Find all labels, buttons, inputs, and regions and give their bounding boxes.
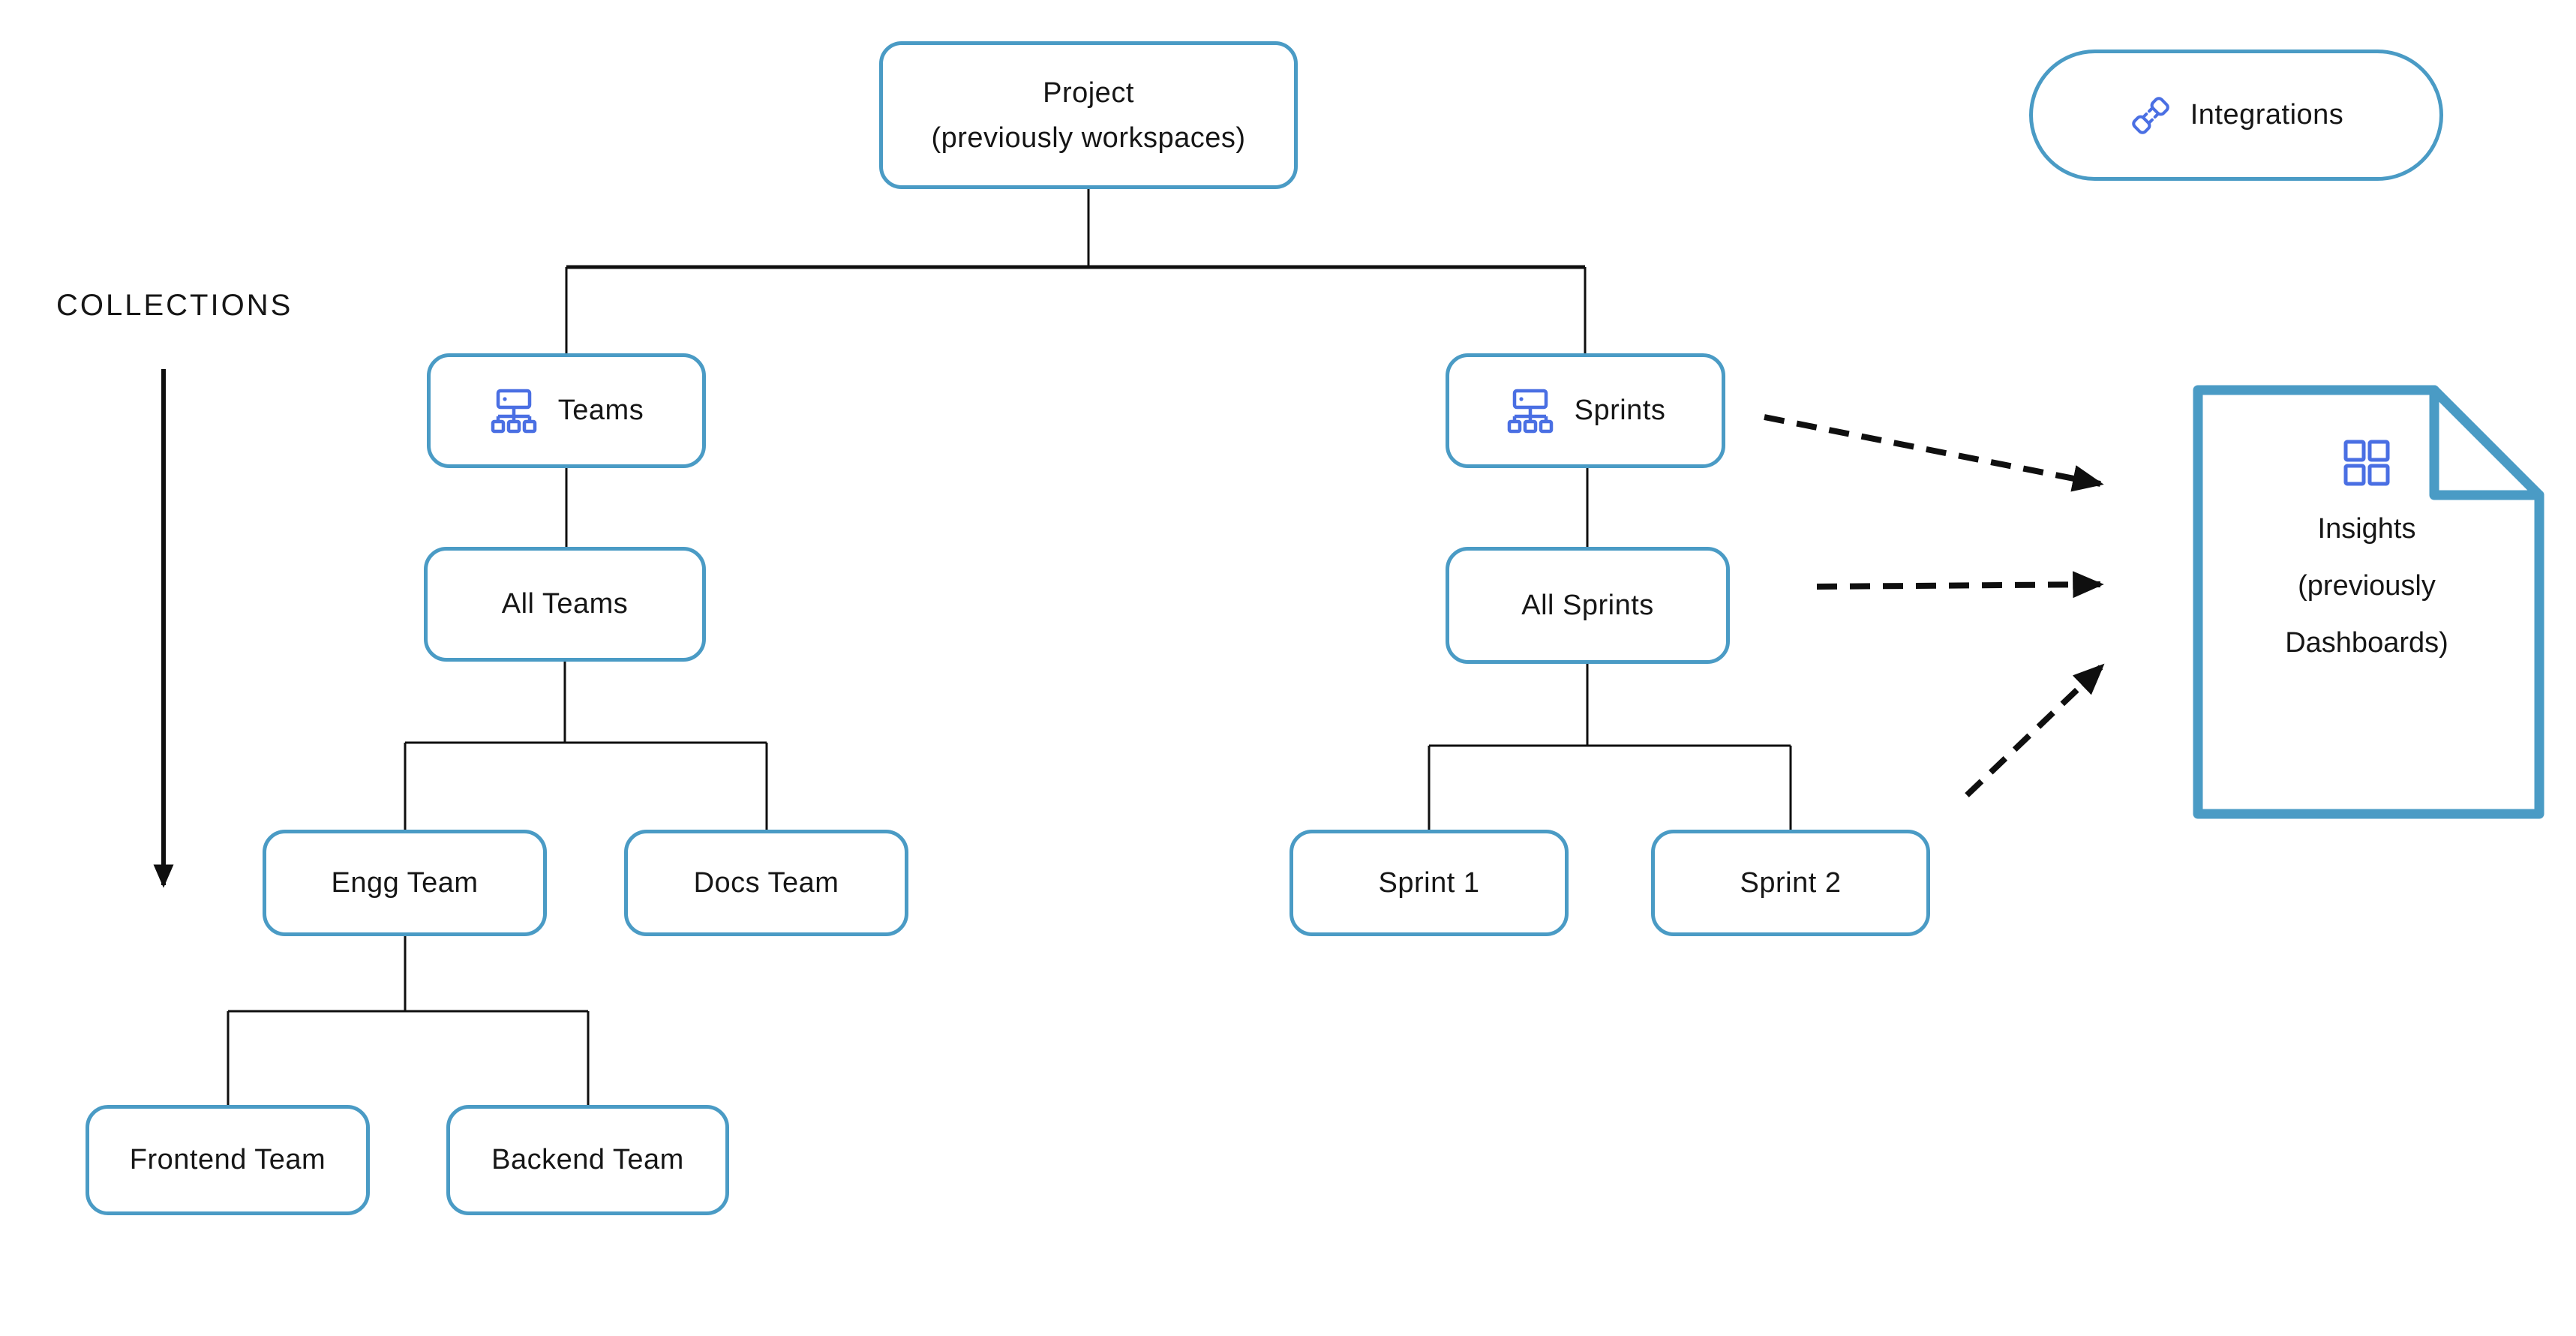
- node-project: Project (previously workspaces): [879, 41, 1298, 189]
- engg-team-label: Engg Team: [331, 866, 479, 899]
- tree-connectors: [227, 189, 1792, 1105]
- node-all-teams: All Teams: [424, 547, 706, 662]
- node-sprint-2: Sprint 2: [1651, 830, 1930, 936]
- node-docs-team: Docs Team: [624, 830, 908, 936]
- frontend-team-label: Frontend Team: [129, 1144, 326, 1175]
- dashed-arrows: [1764, 414, 2105, 797]
- docs-team-label: Docs Team: [693, 866, 839, 899]
- all-teams-label: All Teams: [501, 588, 629, 620]
- sprint-1-label: Sprint 1: [1378, 866, 1480, 899]
- collections-label: COLLECTIONS: [56, 289, 293, 322]
- sitemap-icon: [491, 389, 537, 433]
- backend-team-label: Backend Team: [491, 1144, 684, 1175]
- sprints-label: Sprints: [1574, 395, 1666, 426]
- node-insights: Insights (previously Dashboards): [2209, 439, 2524, 671]
- dashed-arrow-allsprints-to-insights: [1816, 571, 2104, 599]
- sprint-2-label: Sprint 2: [1740, 866, 1842, 899]
- project-title: Project: [1043, 77, 1134, 109]
- insights-document-shape: [2193, 385, 2544, 819]
- node-all-sprints: All Sprints: [1446, 547, 1730, 664]
- insights-subtitle-2: Dashboards): [2285, 627, 2448, 659]
- integrations-label: Integrations: [2190, 99, 2344, 131]
- node-teams: Teams: [427, 353, 706, 468]
- node-integrations: Integrations: [2029, 50, 2443, 181]
- node-sprints: Sprints: [1446, 353, 1725, 468]
- node-frontend-team: Frontend Team: [86, 1105, 370, 1215]
- dashed-arrow-sprints-to-insights: [1764, 414, 2104, 492]
- node-sprint-1: Sprint 1: [1290, 830, 1569, 936]
- insights-subtitle-1: (previously: [2298, 570, 2436, 602]
- dashed-arrow-sprint2-to-insights: [1965, 663, 2105, 797]
- plug-icon: [2131, 96, 2169, 134]
- node-engg-team: Engg Team: [263, 830, 547, 936]
- node-backend-team: Backend Team: [446, 1105, 729, 1215]
- document-folded-corner: [2429, 385, 2544, 500]
- dashboard-grid-icon: [2343, 440, 2390, 486]
- sitemap-icon: [1507, 389, 1553, 433]
- project-subtitle: (previously workspaces): [931, 122, 1246, 154]
- all-sprints-label: All Sprints: [1521, 589, 1654, 621]
- insights-title: Insights: [2317, 513, 2416, 545]
- teams-label: Teams: [557, 395, 644, 426]
